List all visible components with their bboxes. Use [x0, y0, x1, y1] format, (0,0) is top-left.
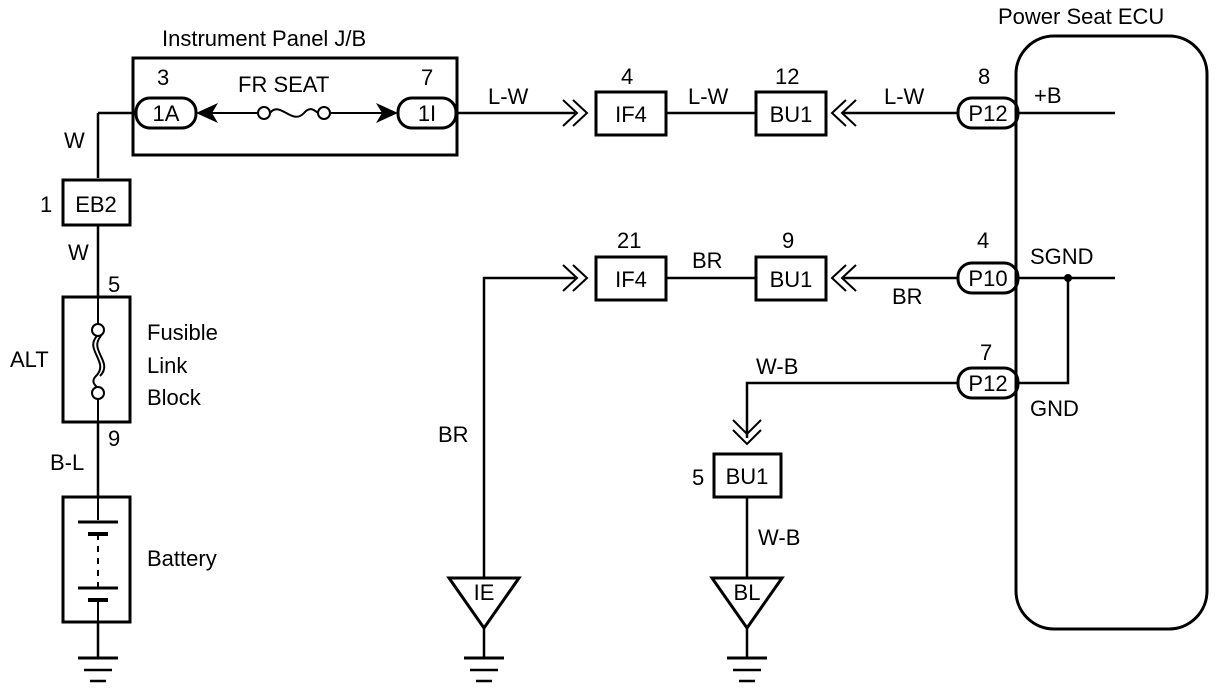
ground-ie [446, 576, 522, 631]
ecu-pin-sgnd: SGND [1030, 244, 1094, 269]
wire-label-b-l: B-L [50, 450, 84, 475]
connector-p10-code: P10 [968, 266, 1007, 291]
alt-label: ALT [10, 347, 49, 372]
bu1-upper-pin: 12 [775, 64, 799, 89]
connector-if4-lower-code: IF4 [615, 267, 647, 292]
br-circuit: 21 IF4 BR BR 9 BU1 BR 4 P10 IE [438, 228, 1020, 683]
ground-ie-code: IE [474, 580, 495, 605]
connector-eb2 [61, 178, 132, 227]
fusible-line-1: Fusible [147, 320, 218, 345]
fusible-link-icon [91, 386, 105, 400]
if4-upper-pin: 4 [621, 64, 633, 89]
jb-1a-pin: 3 [157, 65, 169, 90]
ground-icon [464, 656, 504, 683]
connector-bu1-upper [754, 90, 828, 137]
wire-label-w-upper: W [64, 128, 85, 153]
connector-if4-upper-code: IF4 [615, 102, 647, 127]
wire-label-lw-1: L-W [488, 84, 529, 109]
connector-1a-code: 1A [153, 101, 180, 126]
connector-p12-lower-code: P12 [968, 371, 1007, 396]
connector-bu1-upper-code: BU1 [770, 102, 813, 127]
eb2-pin: 1 [40, 192, 52, 217]
wire-label-lw-2: L-W [688, 84, 729, 109]
bu1-ground-pin: 5 [692, 465, 704, 490]
p12-upper-pin: 8 [978, 64, 990, 89]
connector-arrow-icon [732, 419, 762, 436]
p12-lower-pin: 7 [980, 340, 992, 365]
connector-bu1-ground-code: BU1 [726, 464, 769, 489]
jb-title: Instrument Panel J/B [162, 26, 366, 51]
if4-lower-pin: 21 [617, 228, 641, 253]
fuse-icon [317, 106, 331, 120]
connector-if4-lower [594, 255, 668, 302]
ecu-pin-plus-b: +B [1034, 83, 1062, 108]
instrument-panel-jb: Instrument Panel J/B 3 1A 7 1I FR SEAT [131, 26, 459, 157]
lw-circuit: L-W 4 IF4 L-W 12 BU1 L-W 8 P12 [456, 64, 1020, 137]
connector-bu1-lower-code: BU1 [770, 267, 813, 292]
left-power-chain: W 1 EB2 W 5 ALT Fusible Link Block 9 B-L… [10, 111, 218, 683]
connector-arrow-icon [562, 264, 579, 292]
wire-label-wb-upper: W-B [756, 354, 798, 379]
gnd-circuit: 7 P12 W-B 5 BU1 W-B BL [692, 340, 1020, 683]
ground-bl-code: BL [734, 580, 761, 605]
connector-bu1-ground [712, 452, 783, 499]
fusible-bottom-pin: 9 [108, 426, 120, 451]
bu1-lower-pin: 9 [782, 228, 794, 253]
connector-arrow-icon [562, 99, 579, 127]
fusible-top-pin: 5 [108, 272, 120, 297]
fusible-link-block [61, 295, 132, 424]
connector-arrow-icon [830, 99, 847, 127]
wire-label-w-lower: W [68, 240, 89, 265]
wire-label-br-1: BR [692, 248, 723, 273]
connector-arrow-icon [830, 264, 847, 292]
connector-1i-code: 1I [418, 101, 436, 126]
connector-p12-upper-code: P12 [968, 101, 1007, 126]
p10-pin: 4 [977, 228, 989, 253]
arrow-head-icon [376, 103, 398, 123]
connector-eb2-code: EB2 [75, 192, 117, 217]
connector-if4-upper [594, 90, 668, 137]
ecu-title: Power Seat ECU [998, 4, 1164, 29]
fuse-label: FR SEAT [238, 72, 329, 97]
power-seat-ecu: Power Seat ECU +B SGND GND [998, 4, 1209, 631]
ground-icon [78, 656, 118, 683]
ground-bl [709, 576, 785, 631]
fusible-line-2: Link [147, 353, 188, 378]
wire-label-br-2: BR [892, 284, 923, 309]
fusible-line-3: Block [147, 385, 202, 410]
ecu-pin-gnd: GND [1030, 396, 1079, 421]
arrow-head-icon [196, 103, 218, 123]
connector-bu1-lower [754, 255, 828, 302]
battery-label: Battery [147, 546, 217, 571]
wire-label-wb-lower: W-B [758, 525, 800, 550]
wire-label-lw-3: L-W [884, 84, 925, 109]
jb-1i-pin: 7 [421, 65, 433, 90]
ground-icon [727, 656, 767, 683]
battery [61, 495, 132, 624]
wire-label-br-vertical: BR [438, 422, 469, 447]
